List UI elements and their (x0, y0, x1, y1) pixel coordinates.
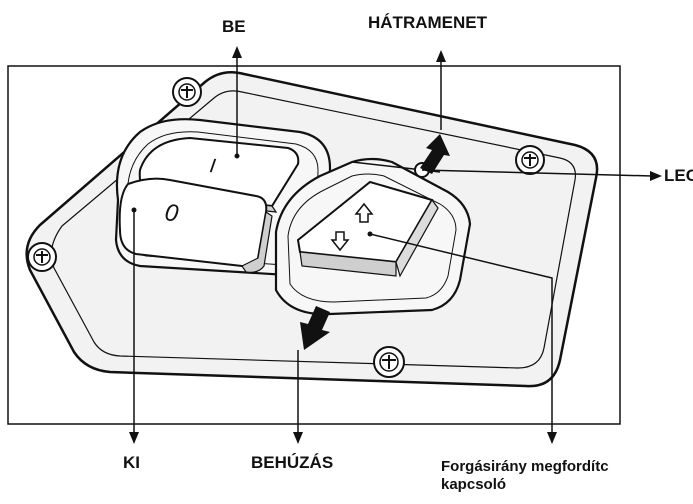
arrow-down-icon (330, 231, 350, 252)
off-rocker (118, 177, 273, 273)
on-symbol: I (208, 155, 217, 178)
label-be: BE (222, 17, 246, 36)
leader-be (232, 46, 242, 159)
leader-behuzas (293, 350, 303, 444)
leader-ki (129, 207, 139, 444)
screw-top-right (515, 145, 545, 175)
arrow-up-icon (354, 202, 374, 223)
label-forgasirany-line1: Forgásirány megfordítc (441, 458, 609, 475)
screw-bottom-right (373, 346, 405, 378)
leader-hatramenet (436, 50, 446, 130)
label-ki: KI (123, 453, 140, 472)
leader-lec (421, 169, 662, 181)
frame-border (7, 65, 621, 425)
screw-top-left (172, 77, 202, 107)
off-symbol: 0 (163, 199, 181, 228)
label-behuzas: BEHÚZÁS (251, 453, 334, 472)
label-hatramenet: HÁTRAMENET (368, 13, 487, 32)
label-lec: LEC (664, 166, 693, 185)
screw-bottom-left (27, 242, 57, 272)
label-forgasirany-line2: kapcsoló (441, 476, 507, 493)
reverse-direction-arrow (420, 134, 450, 174)
retract-direction-arrow (300, 306, 330, 350)
leader-forgasirany (367, 231, 557, 444)
